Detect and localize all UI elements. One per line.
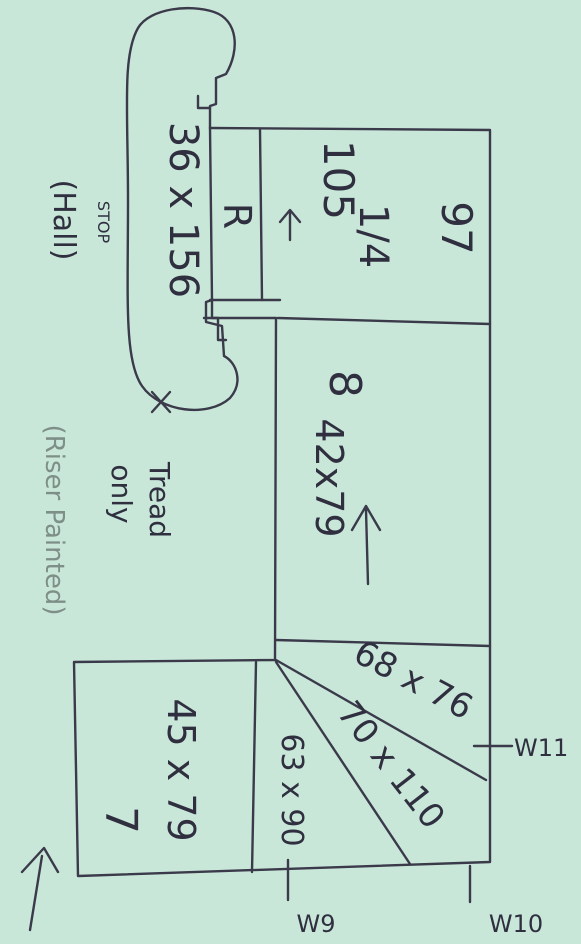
stair-dims-label: 36 x 156 bbox=[160, 122, 206, 298]
floor-outline bbox=[72, 126, 492, 878]
riser-mark-label: R bbox=[215, 203, 259, 229]
room-divider-7-wedge bbox=[250, 660, 258, 874]
direction-arrow-middle bbox=[350, 504, 382, 586]
step-note: STOP bbox=[94, 201, 113, 244]
winder-line-lower bbox=[274, 660, 412, 866]
riser-painted-note: (Riser Painted) bbox=[39, 425, 69, 616]
room-7-dims: 45 x 79 bbox=[159, 698, 203, 841]
room-105-number: 105 bbox=[314, 140, 363, 220]
wall-label-w9: W9 bbox=[297, 910, 336, 938]
wall-label-w10: W10 bbox=[489, 910, 543, 938]
room-divider-8-wedge bbox=[274, 638, 492, 648]
hall-note: (Hall) bbox=[46, 179, 81, 260]
room-8-number: 8 bbox=[319, 370, 370, 398]
room-8-dims: 42x79 bbox=[307, 418, 351, 537]
room-divider-97-8 bbox=[276, 316, 492, 326]
tread-cross-mark bbox=[150, 390, 172, 414]
room-7-number: 7 bbox=[95, 806, 146, 834]
wall-label-w11: W11 bbox=[514, 734, 568, 762]
direction-arrow-upper bbox=[278, 208, 302, 242]
wedge-63-label: 63 x 90 bbox=[274, 733, 309, 846]
landing-notch-bottom bbox=[202, 316, 228, 342]
winder-line-upper bbox=[274, 658, 488, 782]
stair-edge-line bbox=[208, 126, 214, 302]
tread-note-line2: only bbox=[105, 464, 138, 523]
tread-note-line1: Tread bbox=[143, 461, 176, 538]
stair-divider-line bbox=[258, 128, 264, 302]
room-105-fraction: 1/4 bbox=[350, 204, 396, 268]
landing-notch-top bbox=[196, 94, 212, 110]
room-97-label: 97 bbox=[432, 201, 481, 254]
hall-landing-outline bbox=[125, 6, 239, 411]
direction-arrow-corner bbox=[20, 846, 60, 932]
